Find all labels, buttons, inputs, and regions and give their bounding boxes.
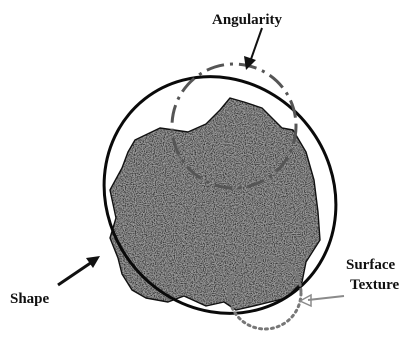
shape-arrow <box>58 256 100 285</box>
shape-label: Shape <box>10 291 50 307</box>
angularity-label: Angularity <box>212 12 283 28</box>
surface-texture-arrow <box>300 295 344 306</box>
surface-label: Surface <box>346 257 395 273</box>
texture-label: Texture <box>350 277 400 293</box>
angularity-arrow <box>244 28 262 70</box>
